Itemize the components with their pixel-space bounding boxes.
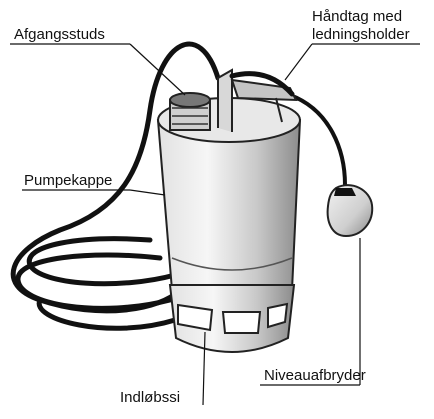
inlet-strainer bbox=[170, 285, 294, 352]
inlet-label: Indløbssi bbox=[120, 389, 180, 406]
handle-label-line1: Håndtag med bbox=[312, 8, 402, 25]
outlet-nozzle bbox=[170, 93, 210, 130]
level-switch-label: Niveauafbryder bbox=[264, 367, 366, 384]
handle-label-line2: ledningsholder bbox=[312, 26, 410, 43]
casing-label: Pumpekappe bbox=[24, 172, 112, 189]
level-switch-float bbox=[328, 185, 373, 236]
outlet-label: Afgangsstuds bbox=[14, 26, 105, 43]
